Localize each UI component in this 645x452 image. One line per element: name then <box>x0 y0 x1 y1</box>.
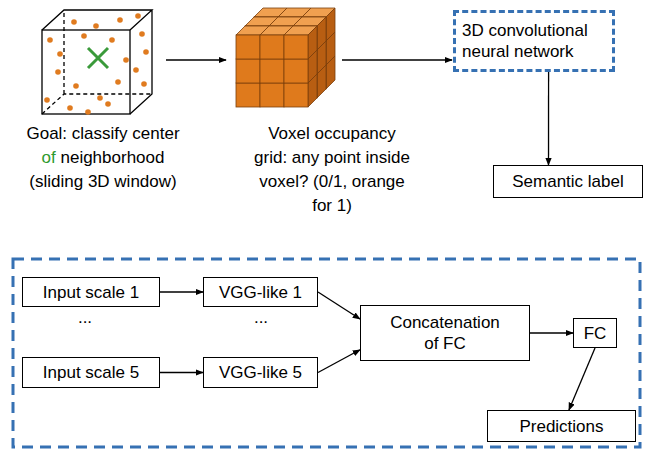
point-dot <box>133 67 139 73</box>
arrow-connector <box>548 72 549 165</box>
voxel-grid <box>236 8 335 107</box>
box-text: Concatenation of FC <box>383 312 508 354</box>
point-dot <box>105 101 111 107</box>
point-dot <box>44 97 50 103</box>
point-dot <box>117 17 123 23</box>
point-dot <box>67 105 73 111</box>
point-dot <box>97 95 103 101</box>
box-text: Input scale 1 <box>43 282 139 303</box>
box-text: FC <box>584 323 607 344</box>
point-dot <box>139 31 145 37</box>
neighborhood-cube <box>42 10 152 114</box>
point-dot <box>81 33 87 39</box>
arrow-connector <box>318 292 360 319</box>
caption-text: Voxel occupancy grid: any point inside v… <box>250 122 414 218</box>
point-dot <box>73 83 79 89</box>
point-dot <box>135 13 141 19</box>
point-dot <box>109 37 115 43</box>
arrow-connector <box>160 291 203 292</box>
ellipsis: ... <box>246 306 276 330</box>
caption-text: Goal: classify center of neighborhood (s… <box>20 122 186 194</box>
input-box: Input scale 5 <box>22 357 160 388</box>
box-text: VGG-like 5 <box>219 362 302 383</box>
layer-box: FC <box>573 318 617 348</box>
network-box: VGG-like 5 <box>203 357 318 388</box>
arrow-connector <box>530 332 573 333</box>
input-box: Input scale 1 <box>22 277 160 307</box>
box-text: Semantic label <box>512 171 624 192</box>
point-dot <box>85 109 91 115</box>
arrow-connector <box>160 372 203 373</box>
network-box: VGG-like 1 <box>203 277 318 307</box>
output-box: Semantic label <box>493 165 643 198</box>
point-dot <box>123 57 129 63</box>
voxel-cube <box>284 26 317 59</box>
point-cloud <box>44 13 149 115</box>
ellipsis: ... <box>70 306 100 330</box>
network-box: 3D convolutional neural network <box>453 10 615 72</box>
output-box: Predictions <box>487 410 636 442</box>
box-text: 3D convolutional neural network <box>462 20 602 62</box>
point-dot <box>55 69 61 75</box>
point-dot <box>143 49 149 55</box>
point-dot <box>93 23 99 29</box>
arrow-connector <box>569 348 595 410</box>
center-cross <box>88 48 108 68</box>
network-expansion-frame <box>13 259 640 447</box>
point-dot <box>57 51 63 57</box>
point-dot <box>47 37 53 43</box>
concat-box: Concatenation of FC <box>360 305 530 361</box>
box-text: VGG-like 1 <box>219 282 302 303</box>
box-text: Input scale 5 <box>43 362 139 383</box>
box-text: Predictions <box>519 416 603 437</box>
point-dot <box>71 19 77 25</box>
point-dot <box>141 81 147 87</box>
point-dot <box>115 79 121 85</box>
arrow-connector <box>318 350 360 373</box>
flow-arrow <box>166 59 452 60</box>
